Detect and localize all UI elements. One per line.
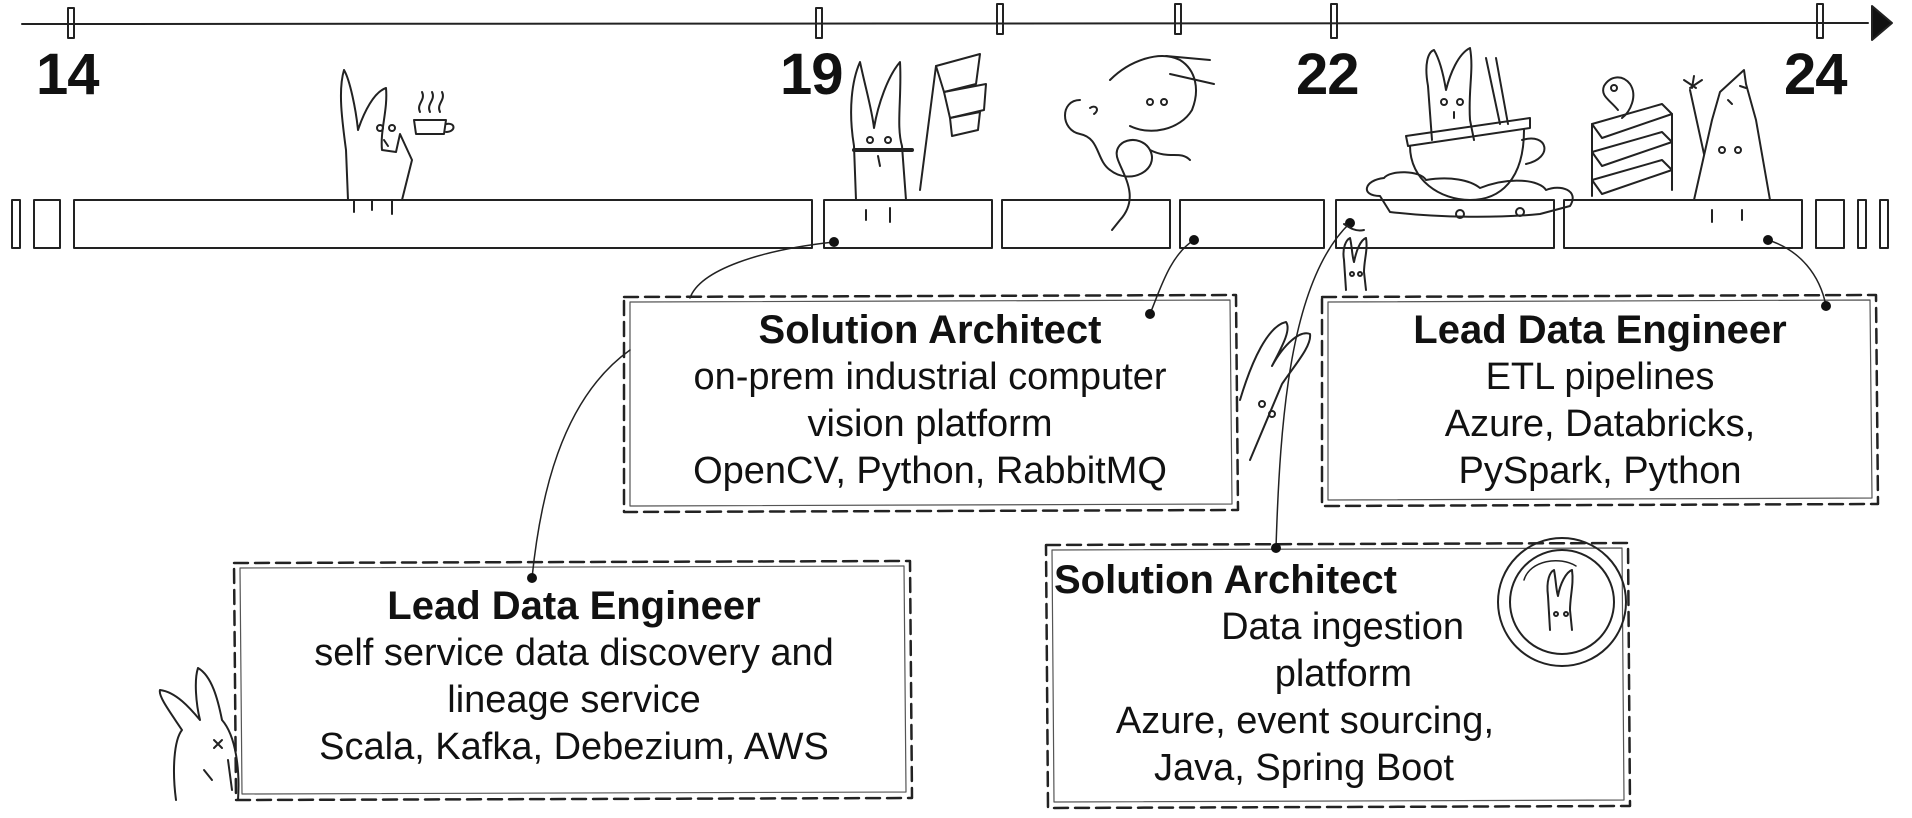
connectors xyxy=(531,222,1827,579)
card-line: Scala, Kafka, Debezium, AWS xyxy=(319,726,829,768)
card-frame-lead-data-engineer-discovery xyxy=(232,559,914,802)
card-line: OpenCV, Python, RabbitMQ xyxy=(693,450,1167,492)
card-line: Data ingestion xyxy=(1221,606,1464,648)
corner-rabbit-icon xyxy=(158,667,240,801)
period-bar-2021-2022 xyxy=(1179,199,1325,249)
rabbit-in-cup-icon xyxy=(1343,47,1574,232)
card-solution-architect-cv: Solution Architect on-prem industrial co… xyxy=(632,306,1228,495)
year-label-24: 24 xyxy=(1784,42,1848,107)
period-bar-2020-2021 xyxy=(1001,199,1171,249)
year-label-19: 19 xyxy=(780,42,844,107)
period-bar-2023-2024 xyxy=(1563,199,1803,249)
card-role: Solution Architect xyxy=(758,308,1102,352)
card-line: ETL pipelines xyxy=(1485,356,1715,398)
timeline-axis xyxy=(21,3,1893,41)
card-line: Azure, Databricks, xyxy=(1444,403,1756,445)
card-frame-lead-data-engineer-etl xyxy=(1320,293,1880,508)
card-role: Solution Architect xyxy=(1054,558,1397,602)
period-bars xyxy=(11,199,1889,249)
year-label-14: 14 xyxy=(36,42,100,107)
card-line: platform xyxy=(1274,653,1412,695)
card-line: PySpark, Python xyxy=(1458,450,1742,492)
period-bar-2014-2019 xyxy=(73,199,813,249)
snake-and-rabbit-icon xyxy=(1064,55,1215,231)
card-role: Lead Data Engineer xyxy=(1413,308,1787,352)
rabbit-porthole-icon xyxy=(1497,537,1627,667)
rabbit-with-tea-cup-icon xyxy=(339,69,455,215)
card-line: Java, Spring Boot xyxy=(1154,747,1454,789)
period-bar-2022-2023 xyxy=(1335,199,1555,249)
snake-on-books-and-wizard-rabbit-icon xyxy=(1591,69,1771,223)
card-line: lineage service xyxy=(447,679,701,721)
small-rabbit-icon xyxy=(1342,237,1368,291)
card-role: Lead Data Engineer xyxy=(387,584,761,628)
card-frame-solution-architect-cv xyxy=(622,293,1240,514)
card-lead-data-engineer-discovery: Lead Data Engineer self service data dis… xyxy=(244,582,904,771)
card-line: self service data discovery and xyxy=(314,632,834,674)
card-lead-data-engineer-etl: Lead Data Engineer ETL pipelines Azure, … xyxy=(1330,306,1870,495)
axis-arrow-icon xyxy=(1871,5,1893,41)
period-bar-2019-2020 xyxy=(823,199,993,249)
card-line: Azure, event sourcing, xyxy=(1115,700,1494,742)
card-line: vision platform xyxy=(807,403,1053,445)
card-line: on-prem industrial computer xyxy=(693,356,1167,398)
peeking-rabbit-icon xyxy=(1239,321,1312,461)
year-label-22: 22 xyxy=(1296,42,1360,107)
rabbit-with-flag-icon xyxy=(850,53,987,223)
card-solution-architect-ingestion: Solution Architect Data ingestion platfo… xyxy=(1054,556,1494,792)
card-frame-solution-architect-ingestion xyxy=(1044,541,1632,810)
